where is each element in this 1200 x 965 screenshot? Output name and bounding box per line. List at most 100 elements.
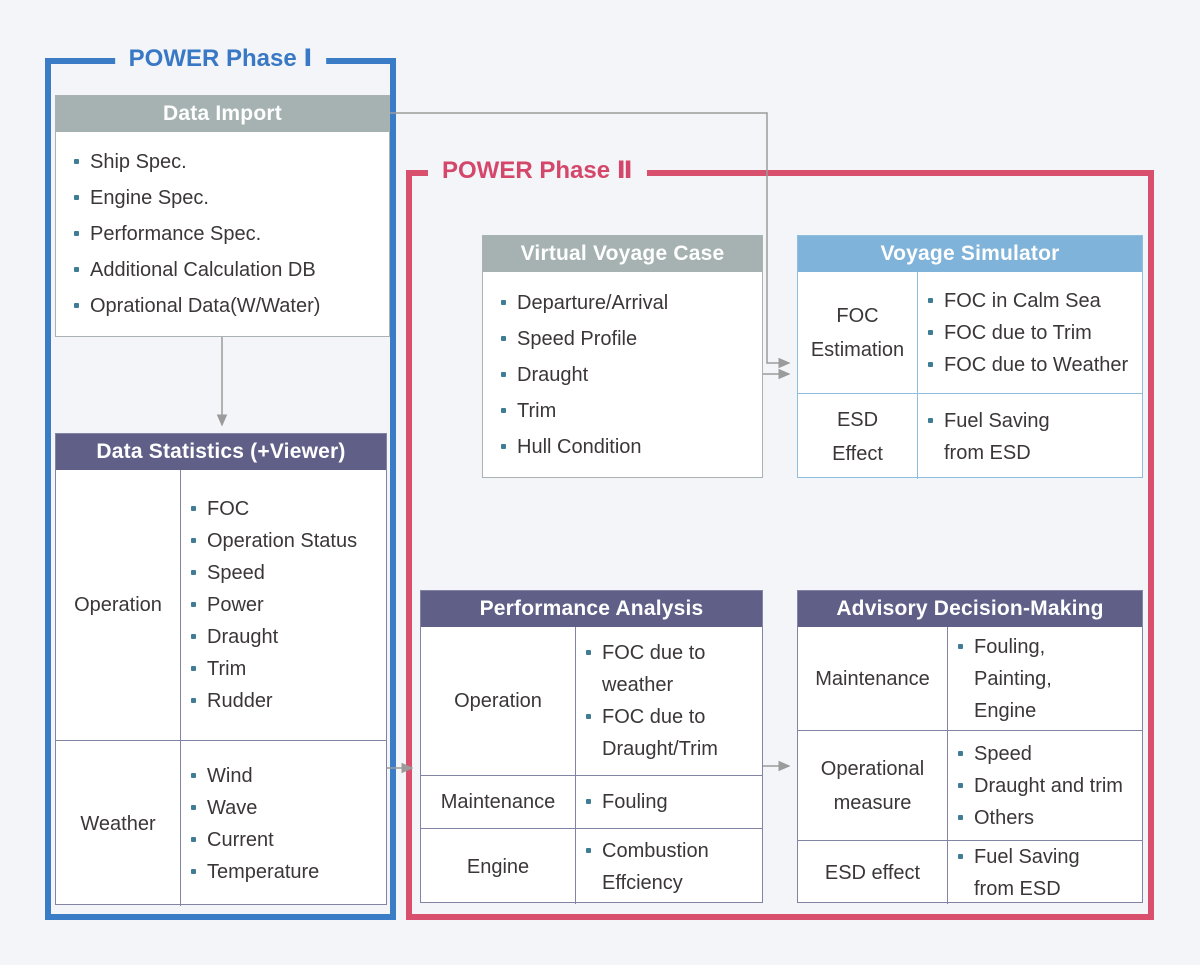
bullet-icon bbox=[958, 782, 963, 788]
bullet-icon bbox=[586, 650, 591, 655]
bullet-icon bbox=[958, 643, 963, 649]
list-item-label: Combustion Effciency bbox=[602, 839, 709, 894]
list-item: FOC due to Draught/Trim bbox=[586, 701, 762, 765]
list-item: FOC due to weather bbox=[586, 637, 762, 701]
row-label: Maintenance bbox=[421, 776, 576, 828]
bullet-icon bbox=[191, 836, 196, 842]
list-item: Fouling, Painting, Engine bbox=[958, 631, 1142, 727]
bullet-icon bbox=[191, 804, 196, 810]
bullet-icon bbox=[958, 750, 963, 756]
list-item: Departure/Arrival bbox=[501, 285, 762, 321]
list-item: Engine Spec. bbox=[74, 180, 389, 216]
list-item-label: Speed Profile bbox=[517, 327, 638, 350]
list-item: Hull Condition bbox=[501, 429, 762, 465]
list-item-label: Operation Status bbox=[207, 530, 358, 552]
row-label: FOC Estimation bbox=[798, 272, 918, 393]
list-item: Speed bbox=[191, 557, 386, 589]
list-item: Ship Spec. bbox=[74, 144, 389, 180]
row-items: Fuel Saving from ESD bbox=[948, 841, 1142, 904]
list-item-label: Others bbox=[974, 806, 1035, 829]
list-item-label: FOC due to weather bbox=[602, 642, 706, 696]
list-item: Power bbox=[191, 589, 386, 621]
performance-analysis-header: Performance Analysis bbox=[421, 591, 762, 627]
row-label: Engine bbox=[421, 829, 576, 904]
list-item-label: FOC due to Weather bbox=[944, 353, 1129, 376]
bullet-icon bbox=[191, 868, 196, 874]
list-item: FOC in Calm Sea bbox=[928, 285, 1142, 317]
bullet-icon bbox=[191, 634, 196, 639]
bullet-icon bbox=[958, 853, 963, 859]
list-item: Additional Calculation DB bbox=[74, 252, 389, 288]
row-label: Operation bbox=[56, 470, 181, 740]
bullet-icon bbox=[74, 267, 79, 272]
bullet-icon bbox=[191, 698, 196, 703]
data-import-header: Data Import bbox=[56, 96, 389, 132]
row-label: Maintenance bbox=[798, 627, 948, 730]
list-item: Speed bbox=[958, 738, 1142, 770]
bullet-icon bbox=[501, 299, 506, 305]
list-item-label: Wave bbox=[207, 796, 258, 819]
list-item-label: Ship Spec. bbox=[90, 151, 187, 173]
row-items: Fouling bbox=[576, 776, 762, 828]
bullet-icon bbox=[501, 335, 506, 341]
list-item-label: Additional Calculation DB bbox=[90, 259, 316, 281]
list-item-label: Trim bbox=[517, 399, 557, 422]
list-item-label: FOC due to Trim bbox=[944, 321, 1092, 344]
list-item: Trim bbox=[191, 653, 386, 685]
list-item-label: Draught and trim bbox=[974, 774, 1123, 797]
list-item-label: FOC bbox=[207, 498, 250, 520]
bullet-icon bbox=[586, 799, 591, 804]
row-label: ESD Effect bbox=[798, 394, 918, 479]
bullet-icon bbox=[586, 847, 591, 853]
bullet-icon bbox=[501, 371, 506, 377]
list-item: Fouling bbox=[586, 786, 762, 818]
bullet-icon bbox=[501, 443, 506, 449]
data-import-list: Ship Spec. Engine Spec. Performance Spec. A… bbox=[56, 132, 389, 336]
list-item: FOC bbox=[191, 493, 386, 525]
power-phase-1-label: POWER Phase Ⅰ bbox=[114, 44, 327, 74]
bullet-icon bbox=[191, 538, 196, 543]
row-label: ESD effect bbox=[798, 841, 948, 904]
table-row: ESD effect Fuel Saving from ESD bbox=[798, 840, 1142, 904]
row-items: Fouling, Painting, Engine bbox=[948, 627, 1142, 730]
bullet-icon bbox=[501, 407, 506, 413]
bullet-icon bbox=[191, 666, 196, 671]
list-item-label: Engine Spec. bbox=[90, 187, 209, 209]
list-item: Wave bbox=[191, 792, 386, 824]
list-item-label: FOC due to Draught/Trim bbox=[602, 706, 718, 760]
row-label: Operation bbox=[421, 627, 576, 775]
row-label: Operational measure bbox=[798, 731, 948, 840]
bullet-icon bbox=[928, 417, 933, 423]
bullet-icon bbox=[928, 297, 933, 303]
bullet-icon bbox=[958, 814, 963, 820]
list-item-label: Fuel Saving from ESD bbox=[974, 845, 1080, 900]
bullet-icon bbox=[191, 602, 196, 607]
bullet-icon bbox=[74, 159, 79, 164]
list-item-label: Performance Spec. bbox=[90, 223, 262, 245]
list-item-label: Draught bbox=[207, 626, 279, 648]
list-item-label: Wind bbox=[207, 764, 253, 787]
list-item-label: Draught bbox=[517, 363, 589, 386]
bullet-icon bbox=[191, 506, 196, 511]
data-statistics-header: Data Statistics (+Viewer) bbox=[56, 434, 386, 470]
list-item-label: Oprational Data(W/Water) bbox=[90, 295, 321, 317]
list-item: Fuel Saving from ESD bbox=[928, 405, 1142, 469]
list-item-label: Rudder bbox=[207, 690, 273, 712]
list-item: Draught bbox=[191, 621, 386, 653]
list-item: Draught and trim bbox=[958, 770, 1142, 802]
